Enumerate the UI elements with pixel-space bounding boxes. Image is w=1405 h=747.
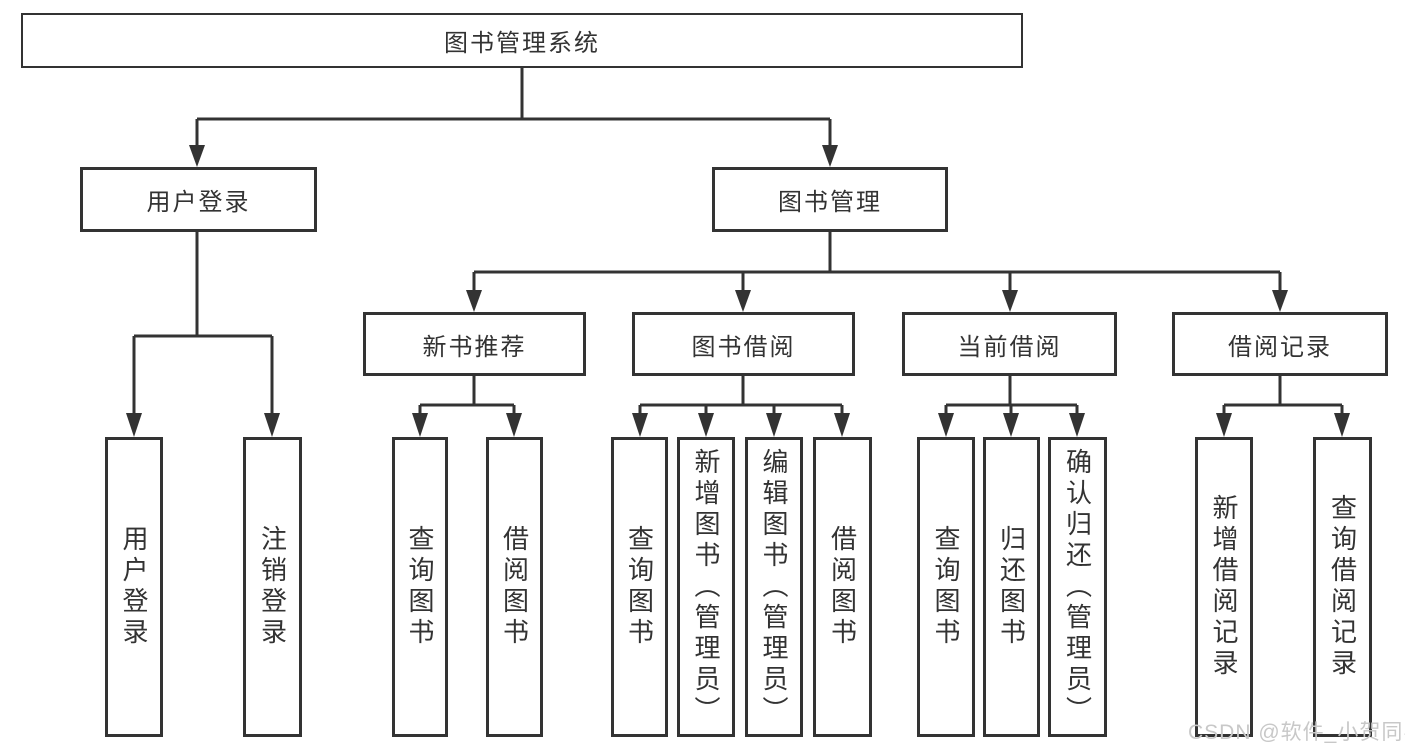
leaf-cb-confirm-return-admin-label: 确认归还（管理员）: [1062, 447, 1093, 727]
leaf-bb-borrow-books-label: 借阅图书: [827, 525, 858, 649]
node-book-management: 图书管理: [712, 167, 948, 232]
node-user-login: 用户登录: [80, 167, 317, 232]
leaf-nbr-query-books-label: 查询图书: [405, 525, 435, 649]
leaf-logout: 注销登录: [243, 437, 302, 737]
leaf-cb-return-books: 归还图书: [983, 437, 1040, 737]
node-borrowing-records: 借阅记录: [1172, 312, 1388, 376]
leaf-cb-confirm-return-admin: 确认归还（管理员）: [1048, 437, 1107, 737]
leaf-bb-edit-books-admin-label: 编辑图书（管理员）: [759, 447, 789, 727]
leaf-bb-query-books: 查询图书: [611, 437, 668, 737]
leaf-bb-borrow-books: 借阅图书: [813, 437, 872, 737]
leaf-user-login: 用户登录: [105, 437, 163, 737]
node-root-system: 图书管理系统: [21, 13, 1023, 68]
leaf-cb-query-books: 查询图书: [917, 437, 975, 737]
leaf-bb-query-books-label: 查询图书: [624, 525, 655, 649]
leaf-br-query-record: 查询借阅记录: [1313, 437, 1372, 737]
arrowheads: [126, 145, 1350, 437]
leaf-bb-edit-books-admin: 编辑图书（管理员）: [745, 437, 803, 737]
leaf-br-query-record-label: 查询借阅记录: [1327, 494, 1358, 680]
leaf-br-add-record: 新增借阅记录: [1195, 437, 1253, 737]
leaf-cb-return-books-label: 归还图书: [996, 525, 1027, 649]
connector-lines: [132, 68, 1344, 420]
leaf-nbr-borrow-books-label: 借阅图书: [499, 525, 530, 649]
leaf-user-login-label: 用户登录: [119, 525, 149, 649]
leaf-nbr-borrow-books: 借阅图书: [486, 437, 543, 737]
leaf-bb-add-books-admin-label: 新增图书（管理员）: [691, 447, 721, 727]
node-current-borrowing: 当前借阅: [902, 312, 1117, 376]
leaf-cb-query-books-label: 查询图书: [931, 525, 961, 649]
leaf-nbr-query-books: 查询图书: [392, 437, 448, 737]
node-new-book-recommend: 新书推荐: [363, 312, 586, 376]
leaf-logout-label: 注销登录: [257, 525, 288, 649]
csdn-watermark: CSDN @软件_小贺同学: [1188, 721, 1405, 744]
leaf-br-add-record-label: 新增借阅记录: [1209, 494, 1239, 680]
leaf-bb-add-books-admin: 新增图书（管理员）: [677, 437, 735, 737]
node-book-borrowing: 图书借阅: [632, 312, 855, 376]
